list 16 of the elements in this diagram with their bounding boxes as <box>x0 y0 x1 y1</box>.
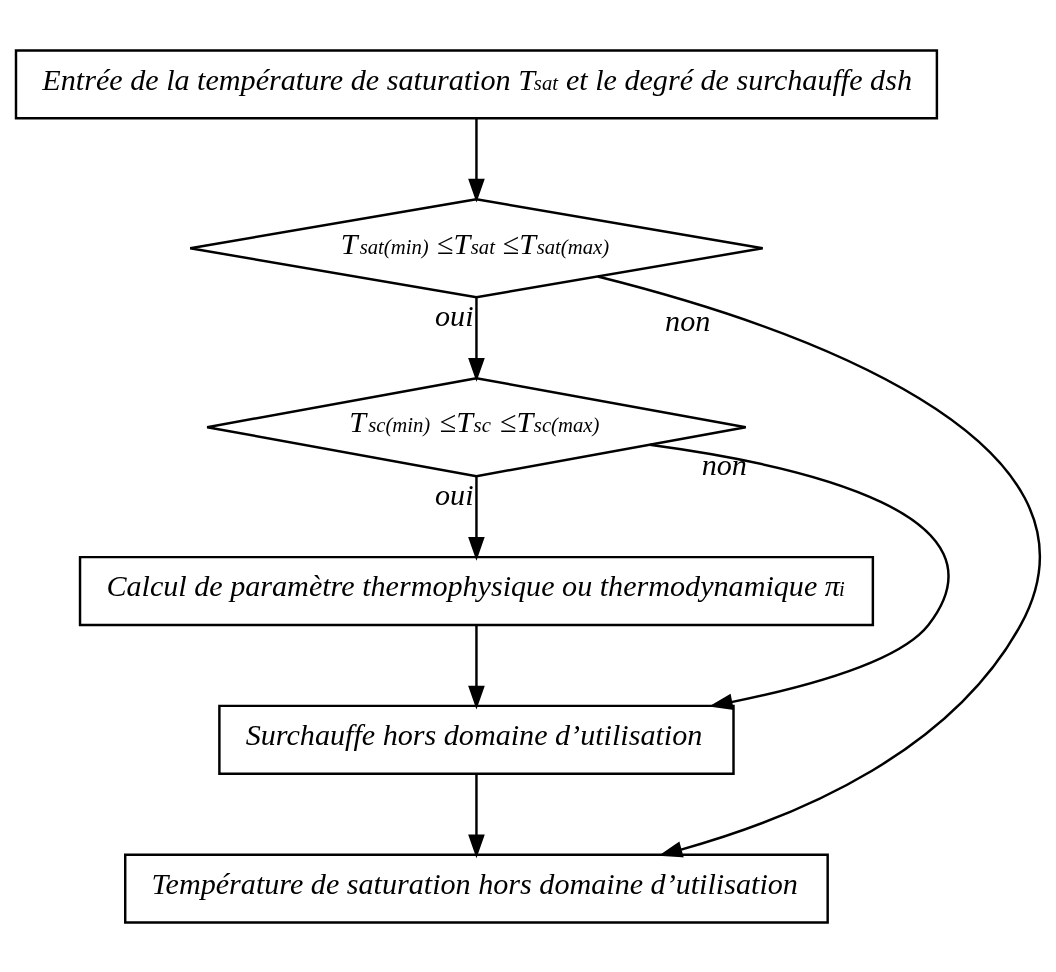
edge-label: oui <box>435 477 474 512</box>
arrow <box>468 475 485 561</box>
edge-label: oui <box>435 298 474 333</box>
arrow <box>468 297 485 382</box>
node-diamond: Tsat(min) ≤Tsat ≤Tsat(max) <box>188 197 764 298</box>
edge-label: non <box>665 303 711 338</box>
node-box: Calcul de paramètre thermophysique ou thermodynamique πi <box>78 555 875 626</box>
arrow <box>597 274 1040 857</box>
arrow <box>468 118 485 203</box>
node-box: Surchauffe hors domaine d’utilisation <box>218 704 735 775</box>
arrow <box>649 443 950 710</box>
edge-label: non <box>701 447 747 482</box>
arrow <box>468 773 485 858</box>
node-box: Température de saturation hors domaine d’utilisation <box>124 852 829 924</box>
arrow <box>468 624 485 710</box>
node-box: Entrée de la température de saturation Tsat et le degré de surchauffe dsh <box>14 48 939 120</box>
